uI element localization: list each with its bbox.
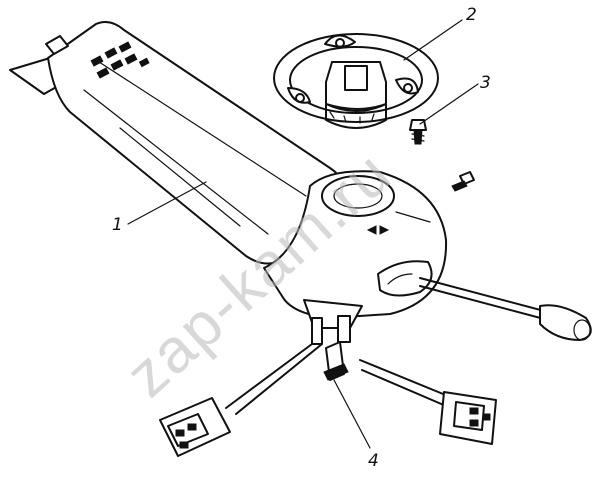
left-connector	[159, 397, 231, 457]
part-1-switch-body	[9, 21, 448, 345]
right-connector	[439, 391, 497, 445]
base-screw	[451, 171, 475, 192]
wiring-harness	[159, 343, 497, 457]
callout-4: 4	[368, 451, 379, 471]
callout-1: 1	[112, 215, 123, 235]
part-4-bracket	[323, 341, 349, 381]
callout-2: 2	[466, 5, 477, 25]
part-2-mounting-ring	[273, 33, 439, 129]
leader-lines	[127, 19, 479, 449]
button-cluster	[90, 41, 150, 79]
callout-3: 3	[480, 73, 491, 93]
part-3-screw	[409, 119, 427, 145]
stalk-lever	[419, 277, 592, 341]
